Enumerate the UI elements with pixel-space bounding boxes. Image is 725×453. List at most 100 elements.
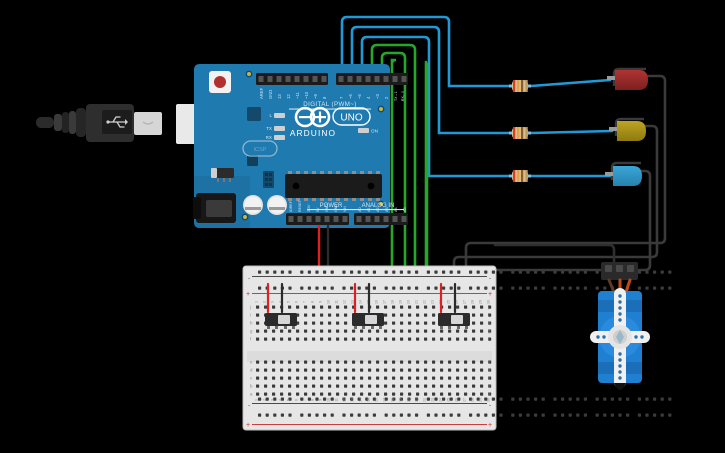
breadboard-hole[interactable] <box>336 313 340 317</box>
breadboard-hole[interactable] <box>400 360 404 364</box>
breadboard-hole[interactable] <box>541 270 545 274</box>
breadboard-hole[interactable] <box>653 397 657 401</box>
wire-servo-gnd[interactable] <box>493 243 616 264</box>
breadboard-hole[interactable] <box>392 376 396 380</box>
breadboard-hole[interactable] <box>256 360 260 364</box>
breadboard-hole[interactable] <box>384 270 388 274</box>
breadboard-hole[interactable] <box>296 329 300 333</box>
breadboard-hole[interactable] <box>472 337 476 341</box>
breadboard-hole[interactable] <box>328 384 332 388</box>
breadboard-hole[interactable] <box>416 321 420 325</box>
breadboard-hole[interactable] <box>645 413 649 417</box>
breadboard-hole[interactable] <box>328 376 332 380</box>
breadboard-hole[interactable] <box>469 413 473 417</box>
breadboard-hole[interactable] <box>408 392 412 396</box>
breadboard-hole[interactable] <box>457 270 461 274</box>
breadboard-hole[interactable] <box>469 286 473 290</box>
breadboard-hole[interactable] <box>416 384 420 388</box>
led-red[interactable] <box>607 70 648 90</box>
breadboard-hole[interactable] <box>360 305 364 309</box>
breadboard-hole[interactable] <box>637 286 641 290</box>
breadboard-hole[interactable] <box>315 286 319 290</box>
breadboard-hole[interactable] <box>320 368 324 372</box>
breadboard-hole[interactable] <box>352 384 356 388</box>
breadboard-hole[interactable] <box>472 329 476 333</box>
breadboard-hole[interactable] <box>280 384 284 388</box>
breadboard-hole[interactable] <box>480 368 484 372</box>
breadboard-hole[interactable] <box>320 337 324 341</box>
breadboard-hole[interactable] <box>288 392 292 396</box>
breadboard-hole[interactable] <box>464 329 468 333</box>
breadboard-hole[interactable] <box>432 321 436 325</box>
breadboard-hole[interactable] <box>415 270 419 274</box>
breadboard-hole[interactable] <box>392 321 396 325</box>
breadboard-hole[interactable] <box>476 270 480 274</box>
breadboard-hole[interactable] <box>357 286 361 290</box>
breadboard-hole[interactable] <box>660 286 664 290</box>
breadboard-hole[interactable] <box>426 413 430 417</box>
breadboard-hole[interactable] <box>432 337 436 341</box>
breadboard-hole[interactable] <box>499 270 503 274</box>
breadboard-hole[interactable] <box>312 313 316 317</box>
breadboard-hole[interactable] <box>553 286 557 290</box>
breadboard-hole[interactable] <box>256 392 260 396</box>
breadboard-hole[interactable] <box>288 329 292 333</box>
breadboard-hole[interactable] <box>464 392 468 396</box>
breadboard-hole[interactable] <box>320 376 324 380</box>
breadboard-hole[interactable] <box>408 360 412 364</box>
breadboard-hole[interactable] <box>434 413 438 417</box>
breadboard-hole[interactable] <box>288 360 292 364</box>
breadboard-hole[interactable] <box>344 360 348 364</box>
breadboard-hole[interactable] <box>488 392 492 396</box>
breadboard-hole[interactable] <box>342 270 346 274</box>
breadboard-hole[interactable] <box>384 321 388 325</box>
breadboard-hole[interactable] <box>534 270 538 274</box>
breadboard-hole[interactable] <box>352 329 356 333</box>
breadboard-hole[interactable] <box>472 321 476 325</box>
breadboard-hole[interactable] <box>323 413 327 417</box>
breadboard-hole[interactable] <box>384 397 388 401</box>
breadboard-hole[interactable] <box>449 270 453 274</box>
breadboard-hole[interactable] <box>376 360 380 364</box>
breadboard-hole[interactable] <box>583 397 587 401</box>
breadboard-hole[interactable] <box>576 286 580 290</box>
breadboard-hole[interactable] <box>432 305 436 309</box>
breadboard-hole[interactable] <box>376 376 380 380</box>
breadboard-hole[interactable] <box>416 305 420 309</box>
breadboard-hole[interactable] <box>456 376 460 380</box>
breadboard-hole[interactable] <box>610 413 614 417</box>
breadboard-hole[interactable] <box>376 305 380 309</box>
breadboard-hole[interactable] <box>265 270 269 274</box>
breadboard-hole[interactable] <box>384 305 388 309</box>
breadboard-hole[interactable] <box>480 376 484 380</box>
breadboard-hole[interactable] <box>328 321 332 325</box>
breadboard-hole[interactable] <box>264 305 268 309</box>
breadboard-hole[interactable] <box>280 329 284 333</box>
breadboard-hole[interactable] <box>344 392 348 396</box>
breadboard-hole[interactable] <box>320 313 324 317</box>
breadboard-hole[interactable] <box>484 286 488 290</box>
breadboard-hole[interactable] <box>280 392 284 396</box>
breadboard-hole[interactable] <box>304 305 308 309</box>
breadboard-hole[interactable] <box>350 286 354 290</box>
breadboard-hole[interactable] <box>416 368 420 372</box>
breadboard-hole[interactable] <box>426 286 430 290</box>
breadboard-hole[interactable] <box>399 286 403 290</box>
breadboard-hole[interactable] <box>399 397 403 401</box>
breadboard-hole[interactable] <box>424 368 428 372</box>
breadboard-hole[interactable] <box>480 321 484 325</box>
breadboard-hole[interactable] <box>432 368 436 372</box>
breadboard-hole[interactable] <box>407 413 411 417</box>
breadboard-hole[interactable] <box>653 286 657 290</box>
breadboard-hole[interactable] <box>561 270 565 274</box>
breadboard-hole[interactable] <box>330 286 334 290</box>
breadboard-hole[interactable] <box>328 368 332 372</box>
usb-cable[interactable] <box>36 104 202 144</box>
breadboard-hole[interactable] <box>511 270 515 274</box>
breadboard-hole[interactable] <box>312 376 316 380</box>
breadboard-hole[interactable] <box>553 413 557 417</box>
breadboard-hole[interactable] <box>472 376 476 380</box>
breadboard-hole[interactable] <box>426 270 430 274</box>
breadboard-hole[interactable] <box>464 305 468 309</box>
breadboard-hole[interactable] <box>384 392 388 396</box>
